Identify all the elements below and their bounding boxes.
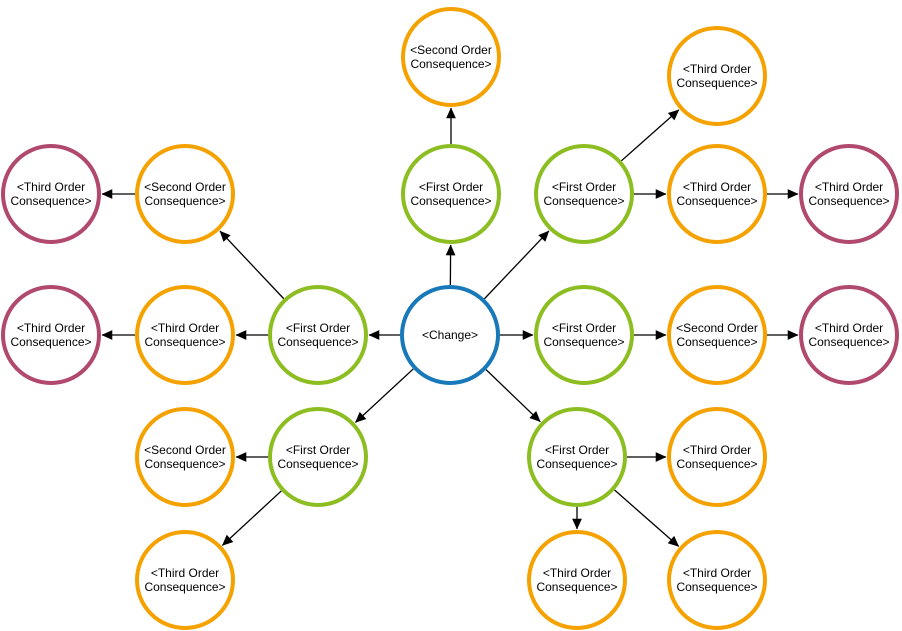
node-label: <Second Order Consequence> xyxy=(144,179,226,208)
edge-change-to-fo-bottom-left xyxy=(355,368,414,423)
node-to-bottom-right[interactable]: <Third Order Consequence> xyxy=(667,407,767,507)
node-to-top-right-outer[interactable]: <Third Order Consequence> xyxy=(799,144,899,244)
node-to-left[interactable]: <Third Order Consequence> xyxy=(135,285,235,385)
node-fo-left[interactable]: <First Order Consequence> xyxy=(268,285,368,385)
edge-change-to-fo-bottom-right xyxy=(485,369,541,423)
node-to-left-outer[interactable]: <Third Order Consequence> xyxy=(1,285,101,385)
node-to-bottom-left[interactable]: <Third Order Consequence> xyxy=(135,530,235,630)
node-fo-right[interactable]: <First Order Consequence> xyxy=(534,285,634,385)
node-so-top-left[interactable]: <Second Order Consequence> xyxy=(135,144,235,244)
node-label: <Second Order Consequence> xyxy=(144,442,226,471)
node-so-bottom-left[interactable]: <Second Order Consequence> xyxy=(135,407,235,507)
node-label: <Third Order Consequence> xyxy=(676,61,758,90)
node-label: <Third Order Consequence> xyxy=(676,442,758,471)
node-label: <Second Order Consequence> xyxy=(676,320,758,349)
node-label: <Third Order Consequence> xyxy=(10,320,92,349)
edge-fo-bottom-right-to-to-bottom-diag xyxy=(614,489,680,547)
node-to-right-outer[interactable]: <Third Order Consequence> xyxy=(799,285,899,385)
node-label: <Third Order Consequence> xyxy=(808,320,890,349)
node-to-top-right[interactable]: <Third Order Consequence> xyxy=(667,144,767,244)
node-fo-top[interactable]: <First Order Consequence> xyxy=(401,144,501,244)
node-label: <Third Order Consequence> xyxy=(808,179,890,208)
node-fo-top-right[interactable]: <First Order Consequence> xyxy=(534,144,634,244)
node-label: <Second Order Consequence> xyxy=(410,42,492,71)
node-label: <First Order Consequence> xyxy=(543,320,625,349)
node-fo-bottom-left[interactable]: <First Order Consequence> xyxy=(268,407,368,507)
node-to-bottom-diag[interactable]: <Third Order Consequence> xyxy=(667,530,767,630)
node-label: <First Order Consequence> xyxy=(410,179,492,208)
node-label: <Third Order Consequence> xyxy=(676,565,758,594)
node-label: <Third Order Consequence> xyxy=(10,179,92,208)
node-label: <Third Order Consequence> xyxy=(144,320,226,349)
node-label: <Third Order Consequence> xyxy=(144,565,226,594)
node-label: <First Order Consequence> xyxy=(277,442,359,471)
node-label: <First Order Consequence> xyxy=(543,179,625,208)
edge-fo-bottom-left-to-to-bottom-left xyxy=(222,490,282,546)
node-fo-bottom-right[interactable]: <First Order Consequence> xyxy=(527,407,627,507)
node-label: <First Order Consequence> xyxy=(277,320,359,349)
node-change[interactable]: <Change> xyxy=(400,285,500,385)
node-label: <Third Order Consequence> xyxy=(676,179,758,208)
edge-fo-left-to-so-top-left xyxy=(219,230,285,300)
node-to-top-left-outer[interactable]: <Third Order Consequence> xyxy=(1,144,101,244)
node-label: <Third Order Consequence> xyxy=(536,565,618,594)
node-to-top-right-upper[interactable]: <Third Order Consequence> xyxy=(667,26,767,126)
node-label: <First Order Consequence> xyxy=(536,442,618,471)
node-to-bottom-down[interactable]: <Third Order Consequence> xyxy=(527,530,627,630)
edge-change-to-fo-top-right xyxy=(483,230,550,300)
node-so-top[interactable]: <Second Order Consequence> xyxy=(401,7,501,107)
node-label: <Change> xyxy=(421,327,479,342)
edge-fo-top-right-to-to-top-right-upper xyxy=(620,109,680,162)
node-so-right[interactable]: <Second Order Consequence> xyxy=(667,285,767,385)
